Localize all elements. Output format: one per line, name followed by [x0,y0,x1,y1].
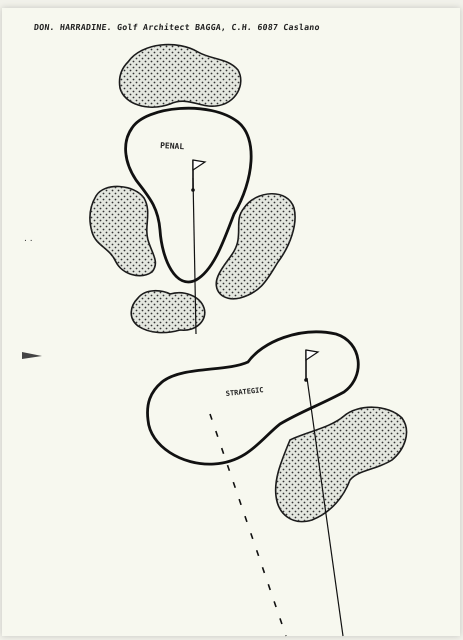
margin-mark-dots: . . [24,234,33,244]
bunker-right-sand [216,194,295,299]
bunker-front-sand [131,291,205,333]
strategic-cup [304,378,308,382]
label-strategic: STRATEGIC [225,386,264,398]
bunker-strategic-sand [276,407,407,521]
strategic-flag-icon [306,350,318,360]
label-penal: PENAL [160,141,185,151]
margin-arrow-mark [22,352,42,359]
penal-cup [191,188,195,192]
bunker-top-sand [119,45,240,108]
penal-flag-icon [193,160,205,170]
alternate-route-line [210,414,286,636]
